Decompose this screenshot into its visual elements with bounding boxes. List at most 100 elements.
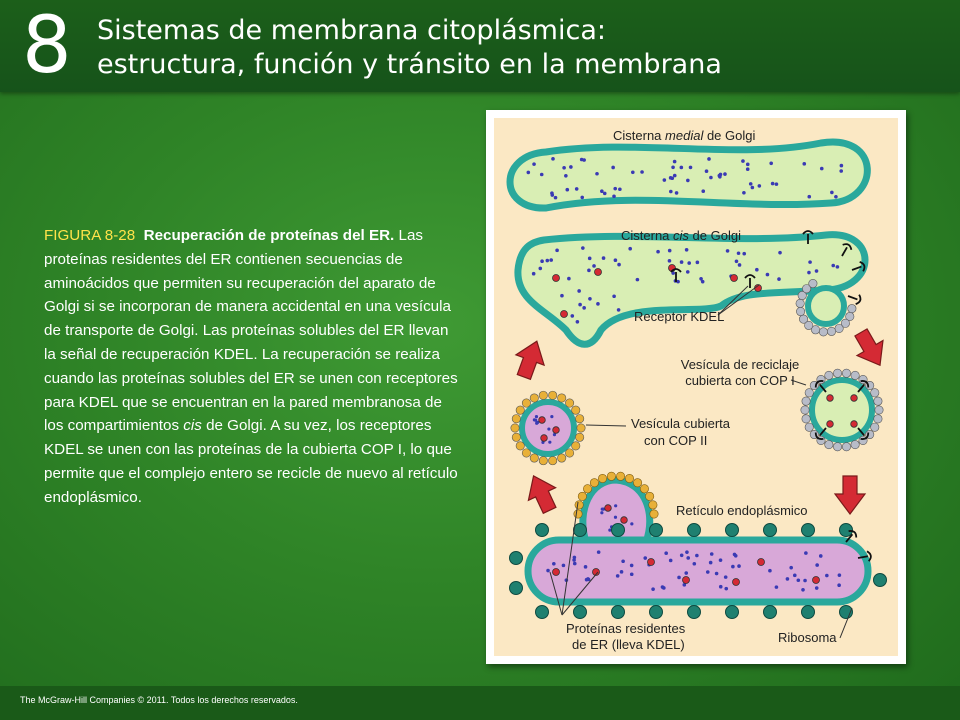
protein-dot — [592, 264, 596, 268]
protein-dot — [545, 258, 550, 263]
resident-protein — [552, 568, 560, 576]
protein-dot — [718, 584, 723, 589]
protein-dot — [707, 157, 711, 161]
protein-dot — [674, 191, 679, 195]
protein-dot — [581, 246, 585, 250]
resident-protein — [730, 274, 738, 282]
protein-dot — [685, 550, 689, 554]
coat-protein — [873, 396, 883, 406]
coat-protein — [804, 388, 814, 398]
coat-protein — [799, 314, 809, 324]
protein-dot — [587, 256, 592, 261]
coat-protein — [648, 500, 658, 510]
figure-caption: FIGURA 8-28 Recuperación de proteínas de… — [44, 224, 464, 510]
protein-dot — [830, 190, 834, 195]
protein-dot — [668, 558, 673, 563]
coat-protein — [824, 440, 834, 450]
ribosome — [839, 523, 853, 537]
protein-dot — [831, 263, 836, 268]
protein-dot — [577, 289, 581, 293]
protein-dot — [587, 268, 591, 273]
transport-arrow — [514, 340, 546, 381]
resident-protein — [620, 516, 628, 524]
protein-dot — [583, 565, 588, 569]
ribosome — [649, 605, 663, 619]
kdel-receptor — [857, 427, 870, 440]
coat-protein — [800, 405, 810, 415]
ribosome — [611, 523, 625, 537]
coat-protein — [511, 414, 521, 424]
protein-dot — [602, 191, 607, 196]
coat-protein — [575, 414, 585, 424]
protein-dot — [818, 554, 823, 558]
protein-dot — [677, 575, 681, 580]
protein-dot — [660, 585, 665, 589]
resident-protein — [592, 568, 600, 576]
protein-dot — [745, 167, 750, 172]
protein-dot — [774, 182, 779, 186]
protein-dot — [548, 440, 552, 444]
coat-protein — [538, 456, 548, 466]
transport-arrow — [854, 328, 884, 367]
copyright-notice: The McGraw-Hill Companies © 2011. Todos … — [20, 695, 298, 705]
coat-protein — [845, 311, 855, 321]
protein-dot — [628, 246, 632, 251]
protein-dot — [774, 585, 779, 589]
transport-arrow — [527, 474, 557, 515]
resident-protein — [552, 274, 560, 282]
protein-dot — [579, 157, 584, 162]
protein-dot — [839, 169, 844, 173]
protein-dot — [617, 262, 621, 267]
kdel-receptor — [857, 380, 870, 393]
protein-dot — [546, 568, 550, 573]
kdel-receptors — [670, 230, 872, 562]
medial-golgi-proteins — [526, 157, 844, 200]
protein-dot — [600, 511, 604, 515]
protein-dot — [619, 570, 624, 574]
kdel-receptor — [670, 268, 682, 282]
protein-dot — [612, 194, 616, 199]
coat-protein — [639, 484, 649, 494]
coat-protein — [633, 478, 643, 488]
protein-dot — [704, 169, 709, 174]
protein-dot — [679, 553, 684, 558]
label-kdel-receptor: Receptor KDEL — [634, 309, 724, 324]
protein-dot — [613, 515, 618, 519]
coat-protein — [841, 368, 851, 378]
protein-dot — [553, 195, 558, 200]
protein-dot — [588, 296, 592, 301]
protein-dot — [565, 187, 570, 192]
coat-protein — [873, 414, 883, 424]
protein-dot — [802, 162, 807, 166]
caption-body-2: de Golgi. A su vez, los receptores KDEL … — [44, 417, 458, 506]
protein-dot — [671, 165, 675, 170]
protein-dot — [803, 578, 807, 583]
protein-dot — [796, 578, 801, 583]
vesicle-membrane — [809, 377, 875, 443]
protein-dot — [667, 259, 672, 263]
coat-protein — [575, 432, 585, 442]
protein-dot — [596, 302, 600, 306]
ribosome — [573, 523, 587, 537]
label-medial-golgi: Cisterna medial de Golgi — [613, 128, 755, 143]
protein-dot — [569, 165, 573, 169]
protein-dot — [687, 261, 692, 265]
caption-body-italic: cis — [183, 417, 202, 435]
protein-dot — [613, 186, 618, 191]
transport-arrows — [514, 328, 884, 515]
label-leader-lines — [549, 284, 853, 639]
coat-protein — [565, 448, 575, 458]
protein-dot — [540, 259, 544, 264]
coat-protein — [874, 405, 884, 415]
chapter-title: Sistemas de membrana citoplásmica: estru… — [97, 14, 722, 82]
coat-protein — [795, 298, 805, 308]
label-copi-line2: cubierta con COP I — [685, 373, 795, 388]
ribosome — [509, 551, 523, 565]
protein-dot — [770, 181, 775, 186]
protein-dot — [570, 314, 575, 318]
protein-dot — [695, 260, 700, 265]
protein-dot — [613, 258, 618, 263]
protein-dot — [534, 415, 539, 419]
protein-dot — [789, 565, 793, 570]
resident-protein — [604, 504, 612, 512]
